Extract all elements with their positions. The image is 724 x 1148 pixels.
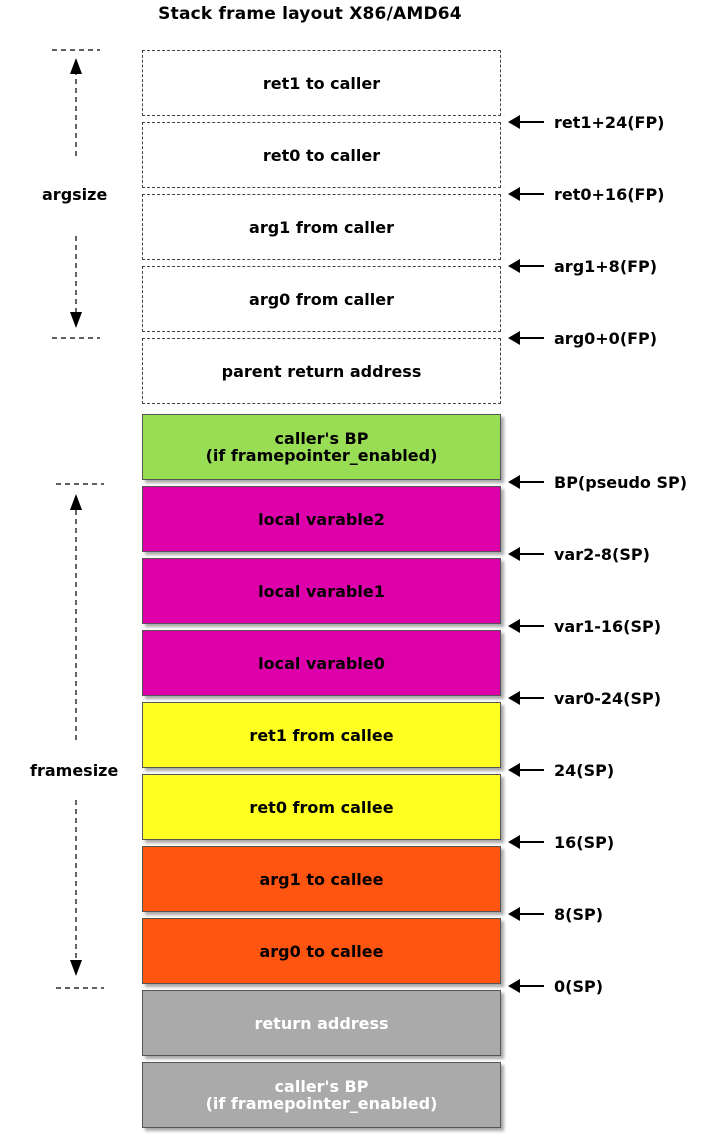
offset-label: 24(SP) <box>554 760 615 780</box>
slot-ret0-to-caller: ret0 to caller <box>142 122 501 188</box>
slot-ret1-to-caller: ret1 to caller <box>142 50 501 116</box>
framesize-up-arrowhead <box>70 494 82 510</box>
offset-marker: var0-24(SP) <box>508 688 661 708</box>
offset-label: 8(SP) <box>554 904 604 924</box>
argsize-up-arrowhead <box>70 58 82 74</box>
offset-label: arg0+0(FP) <box>554 328 658 348</box>
left-arrow-icon <box>508 763 544 777</box>
offset-marker: 0(SP) <box>508 976 603 996</box>
offset-label: arg1+8(FP) <box>554 256 658 276</box>
offset-marker: arg0+0(FP) <box>508 328 657 348</box>
slot-local-variable2: local varable2 <box>142 486 501 552</box>
offset-label: 16(SP) <box>554 832 615 852</box>
offset-marker: var2-8(SP) <box>508 544 650 564</box>
slot-arg0-from-caller: arg0 from caller <box>142 266 501 332</box>
argsize-label: argsize <box>42 185 108 204</box>
left-arrow-icon <box>508 979 544 993</box>
offset-label: BP(pseudo SP) <box>554 472 688 492</box>
left-arrow-icon <box>508 475 544 489</box>
offset-marker: 24(SP) <box>508 760 614 780</box>
offset-label: var0-24(SP) <box>554 688 662 708</box>
offset-label: var1-16(SP) <box>554 616 662 636</box>
offset-marker: 8(SP) <box>508 904 603 924</box>
left-arrow-icon <box>508 187 544 201</box>
slot-ret1-from-callee: ret1 from callee <box>142 702 501 768</box>
offset-label: ret0+16(FP) <box>554 184 665 204</box>
left-arrow-icon <box>508 835 544 849</box>
offset-marker: var1-16(SP) <box>508 616 661 636</box>
offset-marker: BP(pseudo SP) <box>508 472 687 492</box>
offset-label: 0(SP) <box>554 976 604 996</box>
left-arrow-icon <box>508 331 544 345</box>
offset-marker: ret1+24(FP) <box>508 112 664 132</box>
slot-parent-return-address: parent return address <box>142 338 501 404</box>
slot-local-variable1: local varable1 <box>142 558 501 624</box>
slot-arg0-to-callee: arg0 to callee <box>142 918 501 984</box>
offset-marker: ret0+16(FP) <box>508 184 664 204</box>
slot-ret0-from-callee: ret0 from callee <box>142 774 501 840</box>
slot-callers-bp-lower: caller's BP (if framepointer_enabled) <box>142 1062 501 1128</box>
left-arrow-icon <box>508 547 544 561</box>
offset-label: var2-8(SP) <box>554 544 650 564</box>
slot-callers-bp-upper: caller's BP (if framepointer_enabled) <box>142 414 501 480</box>
slot-local-variable0: local varable0 <box>142 630 501 696</box>
offset-marker: 16(SP) <box>508 832 614 852</box>
offset-marker: arg1+8(FP) <box>508 256 657 276</box>
left-arrow-icon <box>508 691 544 705</box>
diagram-title: Stack frame layout X86/AMD64 <box>158 4 462 24</box>
slot-arg1-from-caller: arg1 from caller <box>142 194 501 260</box>
framesize-down-arrowhead <box>70 960 82 976</box>
slot-return-address: return address <box>142 990 501 1056</box>
left-arrow-icon <box>508 619 544 633</box>
argsize-down-arrowhead <box>70 312 82 328</box>
left-arrow-icon <box>508 115 544 129</box>
left-arrow-icon <box>508 907 544 921</box>
framesize-label: framesize <box>30 761 119 780</box>
slot-arg1-to-callee: arg1 to callee <box>142 846 501 912</box>
left-arrow-icon <box>508 259 544 273</box>
offset-label: ret1+24(FP) <box>554 112 665 132</box>
